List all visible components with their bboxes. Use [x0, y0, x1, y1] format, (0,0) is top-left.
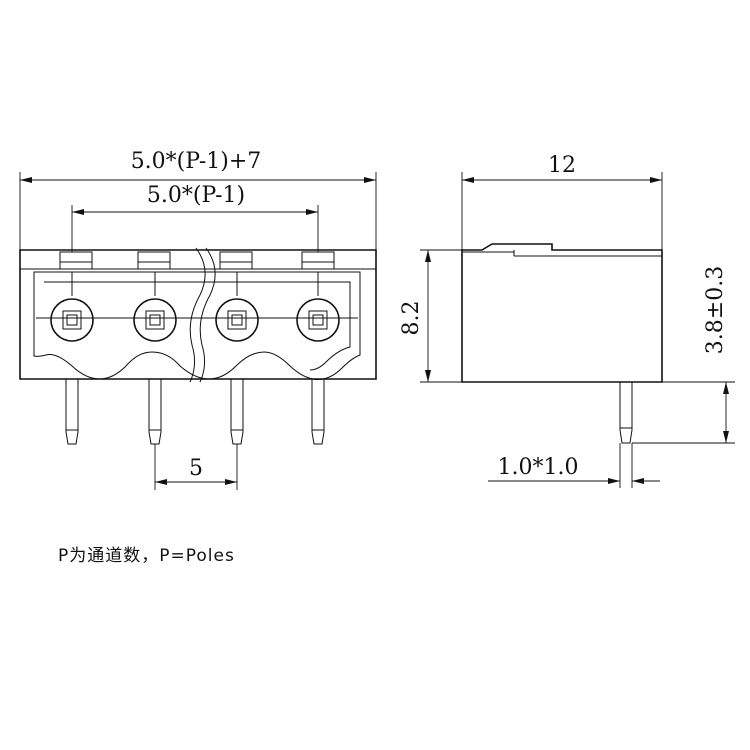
front-inner-chamber-2 — [44, 281, 351, 371]
dim-pin-length-label: 3.8±0.3 — [703, 266, 728, 354]
front-inner-chamber — [33, 271, 361, 380]
dim-overall-width-label: 5.0*(P-1)+7 — [131, 149, 262, 174]
dim-pin-section: 1.0*1.0 — [488, 443, 660, 488]
dim-overall-width: 5.0*(P-1)+7 — [19, 149, 377, 250]
front-view: 5.0*(P-1)+7 5.0*(P-1) 5 — [19, 149, 377, 490]
side-view: 12 8.2 3.8±0.3 1.0*1.0 — [399, 153, 735, 488]
dim-height: 8.2 — [399, 249, 462, 383]
poles-note: P为通道数，P=Poles — [58, 546, 235, 566]
dim-pitch-span: 5.0*(P-1) — [71, 183, 319, 252]
dim-depth-label: 12 — [548, 153, 576, 178]
pin-tab — [59, 251, 93, 270]
dim-pitch-label: 5 — [189, 456, 203, 481]
pin-tab — [137, 251, 171, 270]
terminal-screw — [215, 298, 259, 342]
dim-pitch: 5 — [154, 444, 238, 490]
dim-height-label: 8.2 — [399, 301, 424, 336]
break-mark-2 — [199, 247, 216, 383]
terminal-screw — [133, 298, 177, 342]
dim-depth: 12 — [461, 153, 663, 250]
pin-tab — [219, 251, 253, 270]
front-housing-outline — [19, 249, 377, 380]
terminal-screw — [50, 298, 94, 342]
dim-pin-section-label: 1.0*1.0 — [498, 455, 579, 480]
side-pin — [619, 382, 633, 444]
dim-pitch-span-label: 5.0*(P-1) — [147, 183, 245, 208]
pin-tab — [301, 251, 335, 270]
dim-pin-length: 3.8±0.3 — [632, 266, 735, 444]
front-pins — [65, 379, 325, 445]
terminal-screws — [50, 272, 340, 342]
terminal-screw — [296, 298, 340, 342]
side-body-outline — [461, 243, 663, 383]
pin-tabs — [59, 251, 335, 270]
break-mark — [189, 247, 206, 383]
